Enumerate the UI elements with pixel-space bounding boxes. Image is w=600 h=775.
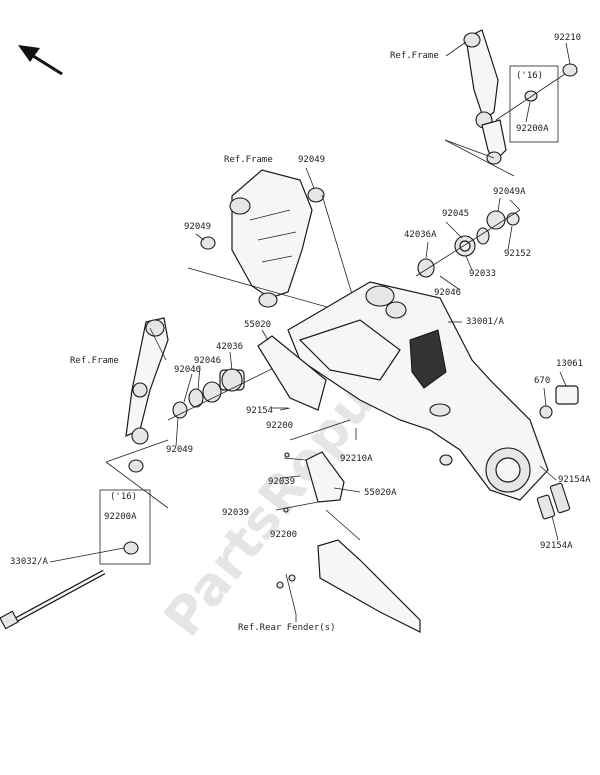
label-92045: 92045 [442,209,469,219]
label-92200-lower: 92200 [270,530,297,540]
label-92039-lower: 92039 [222,508,249,518]
label-ref-frame-left: Ref.Frame [70,356,119,366]
label-note-16-top: ('16) [516,71,543,81]
label-92152: 92152 [504,249,531,259]
label-92210-top: 92210 [554,33,581,43]
pivot-bearings-right [417,210,520,278]
label-92200A-top: 92200A [516,124,549,134]
label-92154A-upper: 92154A [558,475,591,485]
label-92200-upper: 92200 [266,421,293,431]
label-92046-left: 92046 [194,356,221,366]
label-ref-frame-top: Ref.Frame [390,51,439,61]
label-92200A-left: 92200A [104,512,137,522]
lower-link-left [125,317,169,473]
label-42036A: 42036A [404,230,437,240]
label-92046-left2: 92046 [174,365,201,375]
pivot-bearings-left [172,368,245,419]
label-note-16-left: ('16) [110,492,137,502]
label-92049-a: 92049 [298,155,325,165]
label-92046-right: 92046 [434,288,461,298]
label-92154-mid: 92154 [246,406,273,416]
label-42036: 42036 [216,342,243,352]
label-92049-left: 92049 [166,445,193,455]
label-92154A-lower: 92154A [540,541,573,551]
label-92210A: 92210A [340,454,373,464]
label-670: 670 [534,376,550,386]
label-92033: 92033 [469,269,496,279]
chain-guard [257,335,327,411]
label-33001: 33001/A [466,317,505,327]
label-92049A: 92049A [493,187,526,197]
label-92049-b: 92049 [184,222,211,232]
swingarm [287,281,549,501]
label-55020: 55020 [244,320,271,330]
frame-bracket [200,169,325,308]
label-ref-rear-fender: Ref.Rear Fender(s) [238,623,336,633]
leader-lines [49,101,567,563]
label-13061: 13061 [556,359,583,369]
label-55020A: 55020A [364,488,397,498]
lower-bracket [305,451,345,503]
direction-arrow-icon [18,45,63,76]
adjuster-parts [536,385,579,520]
label-92039-upper: 92039 [268,477,295,487]
label-33032: 33032/A [10,557,49,567]
collar-92200A-left [123,541,139,555]
pivot-shaft [0,569,106,630]
rear-fender [317,539,421,633]
upper-link-assembly [463,29,578,165]
label-ref-frame-mid: Ref.Frame [224,155,273,165]
